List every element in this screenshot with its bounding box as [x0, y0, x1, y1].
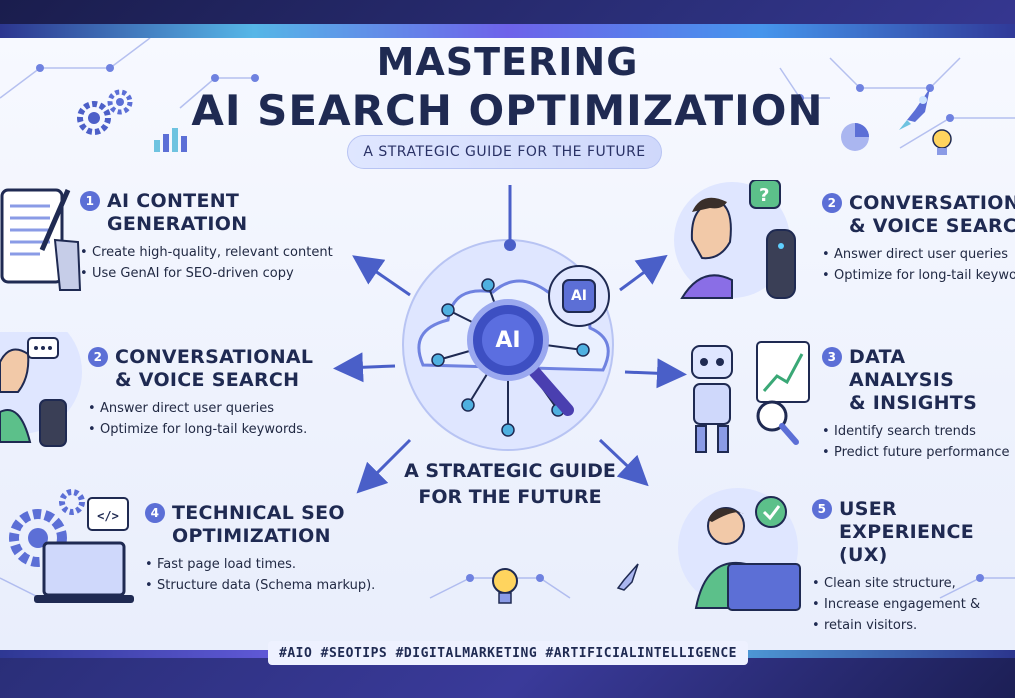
- tablet-writing-illustration: [0, 188, 82, 291]
- section-title-line-1: CONVERSATIONAL: [115, 346, 314, 368]
- bullet-item: retain visitors.: [812, 615, 1015, 636]
- bullet-item: Optimize for long-tail keywords.: [822, 265, 1015, 286]
- brain-chip-icon: [548, 265, 610, 327]
- section-bullets: Answer direct user queries Optimize for …: [822, 244, 1015, 286]
- center-caption-line-2: FOR THE FUTURE: [418, 486, 602, 508]
- gears-icon: [77, 89, 133, 135]
- subtitle-pill: A STRATEGIC GUIDE FOR THE FUTURE: [347, 135, 662, 169]
- section-bullets: Fast page load times. Structure data (Sc…: [145, 554, 375, 596]
- top-glow-bar: [0, 24, 1015, 38]
- data-robot-illustration: [691, 341, 810, 453]
- section-number-badge: 4: [145, 503, 165, 523]
- bullet-item: Create high-quality, relevant content: [80, 242, 333, 263]
- bullet-item: Identify search trends: [822, 421, 1015, 442]
- pie-chart-icon: [841, 123, 869, 151]
- section-technical-seo-optimization: 4 TECHNICAL SEO OPTIMIZATION Fast page l…: [145, 502, 375, 596]
- section-title-line-2: & VOICE SEARCH: [115, 369, 300, 391]
- section-ai-content-generation: 1 AI CONTENT GENERATION Create high-qual…: [80, 190, 333, 284]
- page-title-line-2: AI SEARCH OPTIMIZATION: [191, 86, 824, 135]
- section-data-analysis-insights: 3 DATA ANALYSIS & INSIGHTS Identify sear…: [822, 346, 1015, 463]
- section-number-badge: 3: [822, 347, 842, 367]
- section-number-badge: 5: [812, 499, 832, 519]
- bullet-item: Fast page load times.: [145, 554, 375, 575]
- page-title-line-1: MASTERING: [376, 40, 639, 84]
- section-bullets: Create high-quality, relevant content Us…: [80, 242, 333, 284]
- bullet-item: Increase engagement &: [812, 594, 1015, 615]
- bullet-item: Clean site structure,: [812, 573, 1015, 594]
- bottom-lightbulb-icon: [492, 568, 518, 604]
- section-title-line-1: AI CONTENT: [107, 190, 240, 212]
- code-brackets-icon: </>: [97, 509, 119, 523]
- ux-person-illustration: [678, 488, 801, 611]
- center-caption: A STRATEGIC GUIDE FOR THE FUTURE: [380, 458, 640, 510]
- hashtag-bar: #AIO #SEOTIPS #DIGITALMARKETING #ARTIFIC…: [268, 641, 748, 665]
- bullet-item: Use GenAI for SEO-driven copy: [80, 263, 333, 284]
- section-title-line-2: GENERATION: [107, 213, 248, 235]
- section-title-line-1: DATA ANALYSIS: [849, 346, 955, 391]
- section-title-line-2: & INSIGHTS: [849, 392, 978, 414]
- section-title-line-1: USER EXPERIENCE: [839, 498, 975, 543]
- section-title-line-2: (UX): [839, 544, 888, 566]
- rocket-icon: [899, 88, 930, 130]
- svg-text:?: ?: [759, 185, 769, 206]
- lightbulb-icon: [932, 129, 952, 155]
- section-conversational-voice-search-left: 2 CONVERSATIONAL & VOICE SEARCH Answer d…: [88, 346, 313, 440]
- section-title-line-2: & VOICE SEARCH: [849, 215, 1015, 237]
- section-title-line-1: CONVERSATIONAL: [849, 192, 1015, 214]
- bar-graph-icon: [154, 128, 187, 152]
- voice-search-person-illustration: [0, 332, 82, 447]
- bullet-item: Optimize for long-tail keywords.: [88, 419, 313, 440]
- section-number-badge: 1: [80, 191, 100, 211]
- section-bullets: Identify search trends Predict future pe…: [822, 421, 1015, 463]
- bottom-rocket-icon: [616, 563, 639, 591]
- bullet-item: Answer direct user queries: [822, 244, 1015, 265]
- hub-ai-label: AI: [495, 327, 521, 353]
- section-conversational-voice-search-right: 2 CONVERSATIONAL & VOICE SEARCH Answer d…: [822, 192, 1015, 286]
- section-user-experience: 5 USER EXPERIENCE (UX) Clean site struct…: [812, 498, 1015, 636]
- section-title-line-2: OPTIMIZATION: [172, 525, 331, 547]
- technical-seo-illustration: [9, 489, 134, 603]
- voice-assistant-illustration: ?: [674, 180, 796, 299]
- section-bullets: Clean site structure, Increase engagemen…: [812, 573, 1015, 636]
- section-number-badge: 2: [88, 347, 108, 367]
- brain-ai-label: AI: [570, 288, 588, 304]
- section-title-line-1: TECHNICAL SEO: [172, 502, 345, 524]
- center-caption-line-1: A STRATEGIC GUIDE: [404, 460, 616, 482]
- bullet-item: Answer direct user queries: [88, 398, 313, 419]
- section-bullets: Answer direct user queries Optimize for …: [88, 398, 313, 440]
- section-number-badge: 2: [822, 193, 842, 213]
- bullet-item: Structure data (Schema markup).: [145, 575, 375, 596]
- bullet-item: Predict future performance: [822, 442, 1015, 463]
